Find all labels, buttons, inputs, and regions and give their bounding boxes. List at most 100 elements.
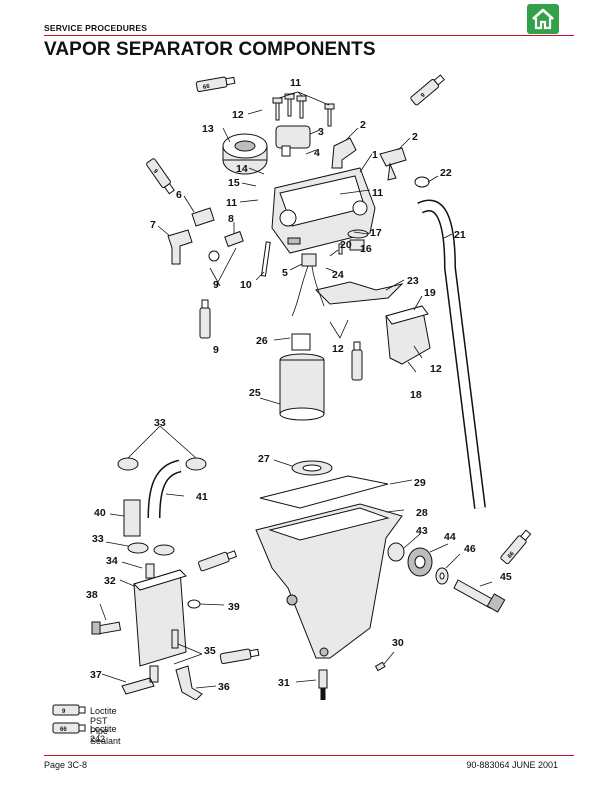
plug-30	[374, 661, 386, 672]
washer-46	[435, 567, 449, 585]
callout-label: 15	[228, 177, 240, 189]
fitting-34	[145, 563, 155, 579]
callout-label: 30	[392, 637, 404, 649]
sealant-tube-icon: 9	[52, 704, 86, 716]
callout-label: 1	[372, 149, 378, 161]
legend-text: Loctite 242	[90, 724, 117, 744]
clamps-33-lower	[127, 542, 175, 556]
callout-label: 36	[218, 681, 230, 693]
callout-label: 7	[150, 219, 156, 231]
wire-harness	[291, 253, 325, 317]
callout-label: 6	[176, 189, 182, 201]
document-number: 90-883064 JUNE 2001	[466, 760, 558, 770]
tube-label: 9	[152, 168, 159, 175]
callout-label: 41	[196, 491, 208, 503]
fitting-6	[191, 207, 215, 227]
fitting-31	[318, 669, 328, 689]
sensor	[275, 125, 311, 157]
bracket-23	[315, 281, 404, 305]
fitting-7	[167, 229, 193, 265]
callout-label: 8	[228, 213, 234, 225]
page-title: VAPOR SEPARATOR COMPONENTS	[44, 39, 376, 60]
sealant-tube-mid	[199, 299, 211, 339]
callout-label: 13	[202, 123, 214, 135]
legend-code: 9	[62, 709, 66, 715]
callout-label: 32	[104, 575, 116, 587]
callout-label: 19	[424, 287, 436, 299]
callout-label: 16	[360, 243, 372, 255]
legend-code: 66	[60, 727, 67, 733]
clamps-33	[117, 457, 207, 471]
sealant-tube-bottom	[219, 648, 260, 665]
callout-label: 37	[90, 669, 102, 681]
section-label: SERVICE PROCEDURES	[44, 23, 148, 33]
callout-label: 2	[360, 119, 366, 131]
callout-label: 28	[416, 507, 428, 519]
loctite-tube-right: 66	[500, 529, 532, 565]
loctite-tube-icon: 66	[52, 722, 86, 734]
callout-label: 18	[410, 389, 422, 401]
callout-label: 21	[454, 229, 466, 241]
callout-label: 2	[412, 131, 418, 143]
hose-40	[123, 499, 141, 537]
sealant-tube-upper-right: 9	[410, 74, 445, 106]
callout-label: 12	[430, 363, 442, 375]
gasket-27	[291, 460, 333, 476]
oring-39	[187, 599, 201, 609]
callout-label: 35	[204, 645, 216, 657]
elbow-36	[175, 665, 203, 700]
cover-box	[385, 305, 431, 365]
fuel-pump	[279, 333, 325, 421]
fitting-35	[171, 629, 179, 649]
screws-top	[272, 93, 335, 127]
pin-10	[260, 241, 271, 277]
tee-fitting	[379, 147, 407, 181]
callout-label: 33	[154, 417, 166, 429]
callout-label: 26	[256, 335, 268, 347]
page-number: Page 3C-8	[44, 760, 88, 770]
callout-label: 27	[258, 453, 270, 465]
callout-label: 12	[232, 109, 244, 121]
elbow-fitting	[331, 137, 357, 169]
callout-label: 43	[416, 525, 428, 537]
callout-label: 9	[213, 344, 219, 356]
callout-label: 44	[444, 531, 456, 543]
fitting-43	[387, 542, 405, 562]
bolt-45	[453, 579, 506, 613]
callout-label: 29	[414, 477, 426, 489]
callout-label: 11	[290, 77, 301, 89]
callout-label: 20	[340, 239, 352, 251]
header-rule	[44, 35, 574, 36]
loctite-tube-top: 66	[195, 76, 236, 93]
loctite-tube-mid	[351, 341, 363, 381]
callout-label: 12	[332, 343, 344, 355]
sealant-tube-lower	[198, 550, 238, 572]
sealant-tube-left: 9	[146, 158, 175, 195]
callout-label: 23	[407, 275, 419, 287]
callout-label: 33	[92, 533, 104, 545]
callout-label: 3	[318, 126, 324, 138]
callout-label: 24	[332, 269, 344, 281]
callout-label: 40	[94, 507, 106, 519]
gasket-29	[259, 475, 389, 509]
hose-42	[320, 688, 326, 700]
callout-label: 17	[370, 227, 382, 239]
footer-rule	[44, 755, 574, 756]
callout-label: 11	[226, 197, 237, 209]
callout-label: 5	[282, 267, 288, 279]
pressure-regulator	[222, 133, 268, 175]
home-button[interactable]	[527, 4, 559, 34]
washer-44	[407, 547, 433, 577]
tube-label: 9	[420, 92, 427, 99]
callout-label: 9	[213, 279, 219, 291]
exploded-diagram: 66 9 9 66	[86, 74, 532, 700]
filter-housing-32	[133, 569, 187, 667]
callout-label: 38	[86, 589, 98, 601]
callout-label: 22	[440, 167, 452, 179]
callout-label: 11	[372, 187, 383, 199]
tube-label: 66	[507, 550, 516, 559]
fitting-37	[121, 665, 159, 695]
callout-label: 4	[314, 147, 320, 159]
legend-text: Loctite PST Pipe Sealant	[90, 706, 121, 746]
tube-label: 66	[203, 84, 211, 91]
